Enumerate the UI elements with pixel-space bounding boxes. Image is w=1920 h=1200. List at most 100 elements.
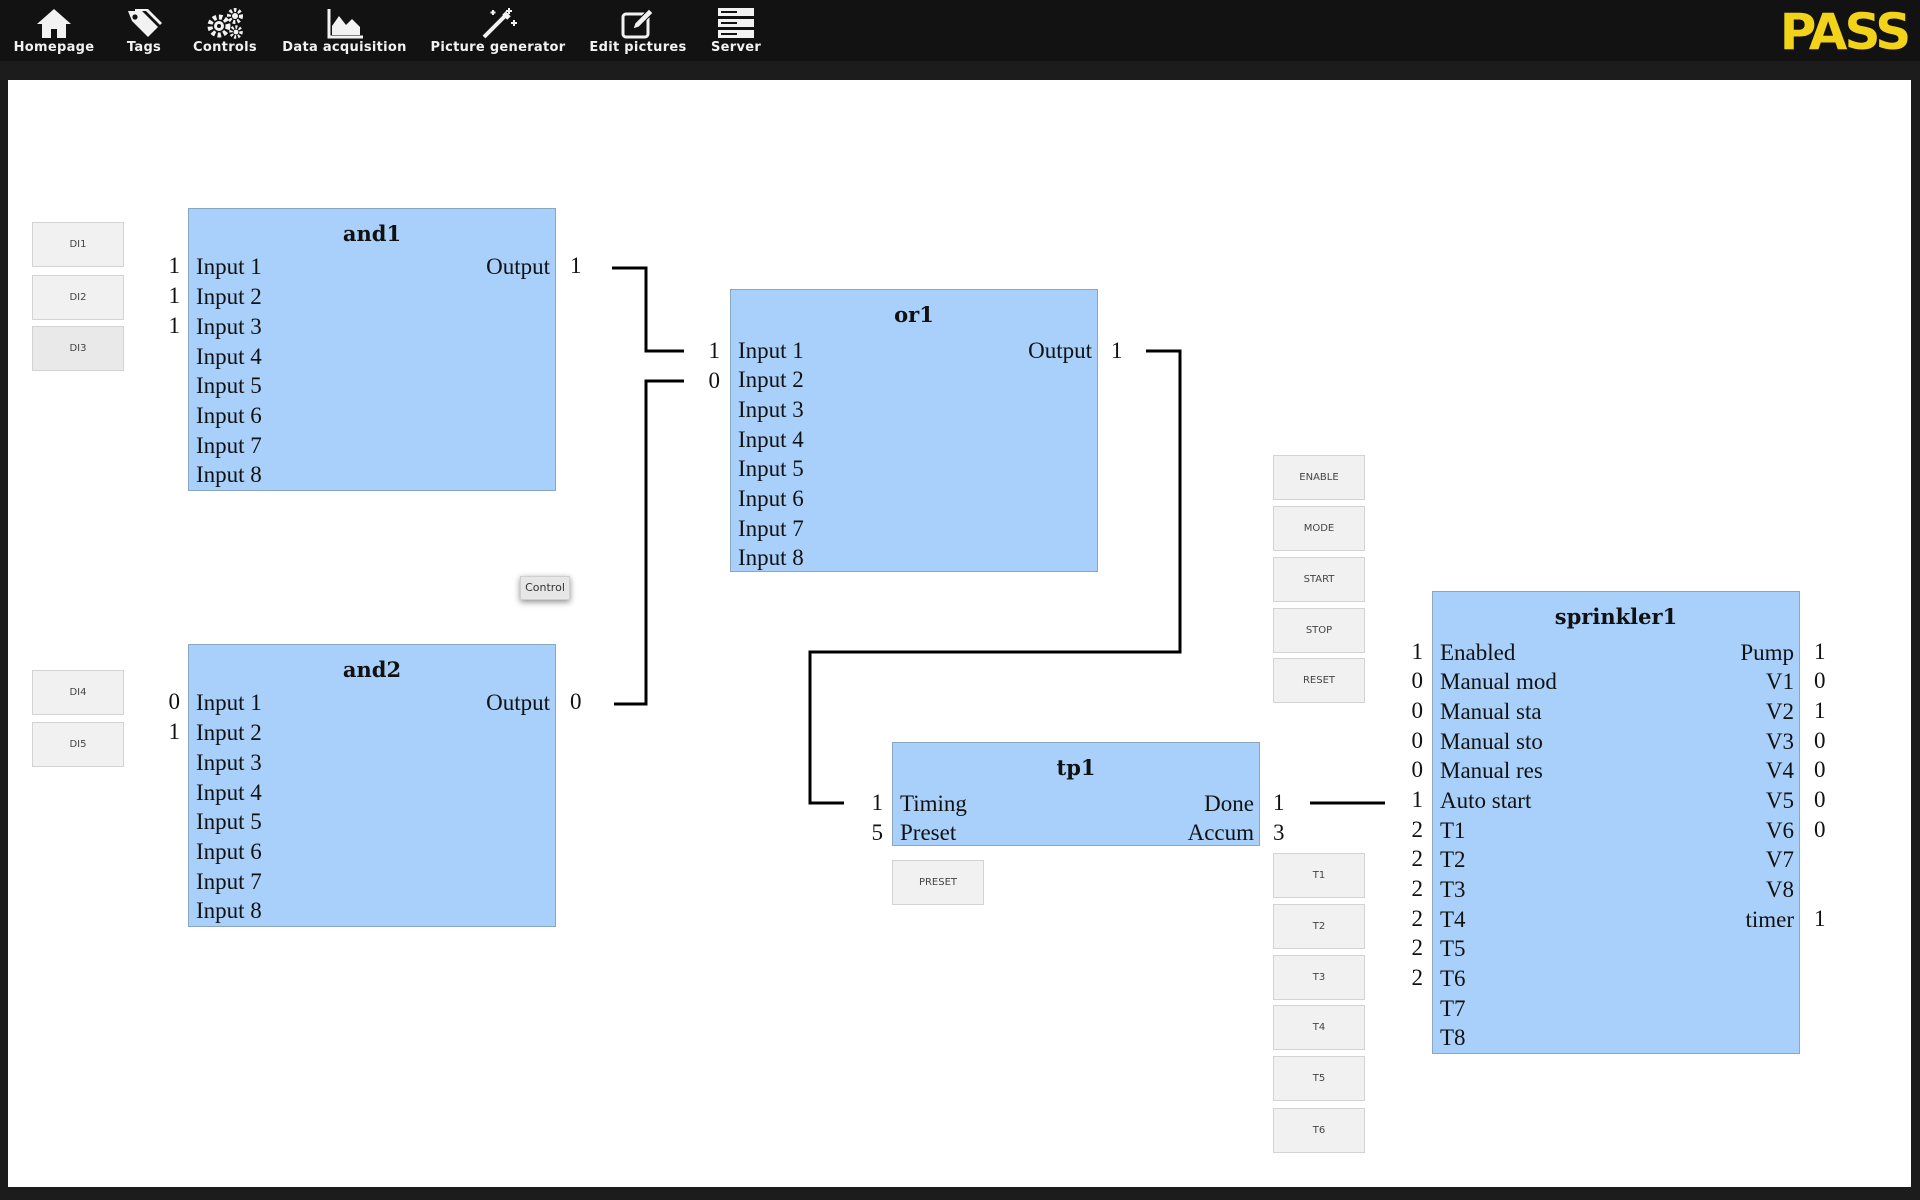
sprinkler1-output-v6: V6	[1765, 818, 1794, 843]
sprinkler1-output-v5: V5	[1765, 788, 1794, 813]
t3-button[interactable]: T3	[1273, 955, 1365, 1000]
sprinkler1-output-v1: V1	[1765, 669, 1794, 694]
and1-input-8: Input 8	[196, 462, 262, 487]
control-button[interactable]: Control	[520, 576, 570, 600]
reset-button[interactable]: RESET	[1273, 658, 1365, 703]
or1-block[interactable]: or1 Input 1 Input 2 Input 3 Input 4 Inpu…	[730, 289, 1098, 572]
and2-input-3: Input 3	[196, 750, 262, 775]
tp1-output-done: Done	[1204, 791, 1254, 816]
sprinkler1-output-v3: V3	[1765, 729, 1794, 754]
t5-button[interactable]: T5	[1273, 1056, 1365, 1101]
sprinkler1-t5-value: 2	[1411, 935, 1424, 960]
t4-button[interactable]: T4	[1273, 1005, 1365, 1050]
sprinkler1-input-t5: T5	[1440, 936, 1466, 961]
sprinkler1-manual-sta-value: 0	[1411, 698, 1424, 723]
sprinkler1-input-manual-res: Manual res	[1440, 758, 1543, 783]
nav-data-acquisition[interactable]: Data acquisition	[282, 0, 407, 61]
di5-button[interactable]: DI5	[32, 722, 124, 767]
nav-homepage[interactable]: Homepage	[10, 0, 98, 61]
sprinkler1-input-t1: T1	[1440, 818, 1466, 843]
or1-input-4: Input 4	[738, 427, 804, 452]
or1-input-1: Input 1	[738, 338, 804, 363]
and1-input-3-value: 1	[168, 313, 181, 338]
server-icon	[716, 6, 756, 40]
sprinkler1-input-t8: T8	[1440, 1025, 1466, 1050]
sprinkler1-t3-value: 2	[1411, 876, 1424, 901]
magic-wand-icon	[478, 6, 518, 40]
or1-output-value: 1	[1111, 338, 1123, 363]
and2-input-1-value: 0	[168, 689, 181, 714]
and2-output-value: 0	[570, 689, 582, 714]
sprinkler1-v6-value: 0	[1814, 817, 1826, 842]
sprinkler1-output-pump: Pump	[1740, 640, 1794, 665]
nav-homepage-label: Homepage	[13, 40, 95, 55]
nav-picture-generator[interactable]: Picture generator	[430, 0, 566, 61]
di4-button[interactable]: DI4	[32, 670, 124, 715]
sprinkler1-v3-value: 0	[1814, 728, 1826, 753]
sprinkler1-input-manual-sta: Manual sta	[1440, 699, 1542, 724]
sprinkler1-input-t2: T2	[1440, 847, 1466, 872]
or1-input-2-value: 0	[708, 368, 721, 393]
and1-input-1: Input 1	[196, 254, 262, 279]
sprinkler1-v2-value: 1	[1814, 698, 1826, 723]
t2-button[interactable]: T2	[1273, 904, 1365, 949]
nav-server[interactable]: Server	[706, 0, 766, 61]
mode-button[interactable]: MODE	[1273, 506, 1365, 551]
and2-input-2-value: 1	[168, 719, 181, 744]
and1-input-2: Input 2	[196, 284, 262, 309]
top-navigation-bar: Homepage Tags Controls Data acquisition	[0, 0, 1920, 61]
sprinkler1-t6-value: 2	[1411, 965, 1424, 990]
gears-icon	[205, 6, 245, 40]
di2-button[interactable]: DI2	[32, 275, 124, 320]
sprinkler1-auto-start-value: 1	[1411, 787, 1424, 812]
and1-input-1-value: 1	[168, 253, 181, 278]
or1-input-8: Input 8	[738, 545, 804, 570]
and2-input-8: Input 8	[196, 898, 262, 923]
tp1-done-value: 1	[1273, 790, 1285, 815]
and1-block[interactable]: and1 Input 1 Input 2 Input 3 Input 4 Inp…	[188, 208, 556, 491]
tp1-block[interactable]: tp1 Timing Preset Done Accum	[892, 742, 1260, 846]
di3-button[interactable]: DI3	[32, 326, 124, 371]
sprinkler1-manual-res-value: 0	[1411, 757, 1424, 782]
and2-block[interactable]: and2 Input 1 Input 2 Input 3 Input 4 Inp…	[188, 644, 556, 927]
sprinkler1-input-manual-mod: Manual mod	[1440, 669, 1557, 694]
wire-and1-to-or1	[612, 266, 684, 353]
stop-button[interactable]: STOP	[1273, 608, 1365, 653]
or1-input-6: Input 6	[738, 486, 804, 511]
sprinkler1-v4-value: 0	[1814, 757, 1826, 782]
nav-tags[interactable]: Tags	[114, 0, 174, 61]
sprinkler1-output-v8: V8	[1765, 877, 1794, 902]
nav-controls[interactable]: Controls	[190, 0, 260, 61]
sprinkler1-input-auto-start: Auto start	[1440, 788, 1532, 813]
t6-button[interactable]: T6	[1273, 1108, 1365, 1153]
t1-button[interactable]: T1	[1273, 853, 1365, 898]
preset-button[interactable]: PRESET	[892, 860, 984, 905]
and1-output-value: 1	[570, 253, 582, 278]
and1-input-5: Input 5	[196, 373, 262, 398]
nav-picture-generator-label: Picture generator	[430, 40, 566, 55]
and1-input-6: Input 6	[196, 403, 262, 428]
sprinkler1-output-v7: V7	[1765, 847, 1794, 872]
sprinkler1-output-v2: V2	[1765, 699, 1794, 724]
nav-data-acquisition-label: Data acquisition	[282, 40, 407, 55]
sprinkler1-block[interactable]: sprinkler1 Enabled Manual mod Manual sta…	[1432, 591, 1800, 1054]
sprinkler1-manual-sto-value: 0	[1411, 728, 1424, 753]
and2-output: Output	[486, 690, 550, 715]
sprinkler1-input-t4: T4	[1440, 907, 1466, 932]
wire-or1-to-tp1	[808, 349, 1182, 805]
or1-input-3: Input 3	[738, 397, 804, 422]
sprinkler1-input-t7: T7	[1440, 996, 1466, 1021]
di1-button[interactable]: DI1	[32, 222, 124, 267]
sprinkler1-input-manual-sto: Manual sto	[1440, 729, 1543, 754]
and1-input-4: Input 4	[196, 344, 262, 369]
sprinkler1-output-v4: V4	[1765, 758, 1794, 783]
sprinkler1-timer-value: 1	[1814, 906, 1826, 931]
or1-title: or1	[894, 302, 934, 327]
tp1-output-accum: Accum	[1187, 820, 1254, 845]
tp1-timing-value: 1	[871, 790, 884, 815]
nav-edit-pictures[interactable]: Edit pictures	[588, 0, 688, 61]
start-button[interactable]: START	[1273, 557, 1365, 602]
enable-button[interactable]: ENABLE	[1273, 455, 1365, 500]
and2-input-5: Input 5	[196, 809, 262, 834]
pass-logo-text: PASS	[1780, 4, 1909, 56]
